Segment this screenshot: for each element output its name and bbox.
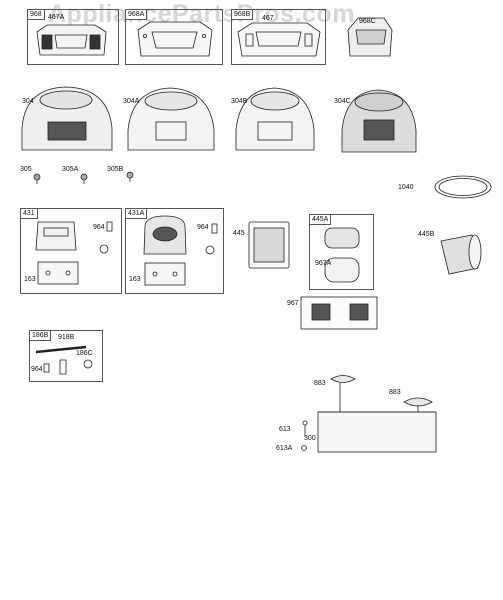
part-445-filter-drawing [248, 221, 290, 269]
part-304B-housing-drawing [235, 87, 315, 151]
part-431A-group-drawing [143, 215, 218, 286]
part-968B-cover-drawing [237, 22, 321, 57]
label-883-b: 883 [389, 389, 401, 396]
tag-431: 431 [21, 209, 38, 219]
label-967: 967 [287, 300, 299, 307]
label-186C: 186C [76, 350, 93, 357]
group-968B: 968B [231, 9, 326, 65]
part-1040-ring-drawing [434, 175, 492, 199]
label-1040: 1040 [398, 184, 414, 191]
label-304A: 304A [123, 98, 140, 105]
tag-968B: 968B [232, 10, 254, 20]
part-304C-housing-drawing [341, 89, 417, 153]
label-613A: 613A [276, 445, 293, 452]
label-445B: 445B [418, 231, 435, 238]
tag-431A: 431A [126, 209, 148, 219]
label-305A: 305A [62, 166, 79, 173]
label-613: 613 [279, 426, 291, 433]
label-304C: 304C [334, 98, 351, 105]
label-964-c: 964 [31, 366, 43, 373]
label-300: 300 [304, 435, 316, 442]
tag-186B: 186B [30, 331, 52, 341]
label-918B: 918B [58, 334, 75, 341]
label-967A: 967A [315, 260, 332, 267]
tag-968A: 968A [126, 10, 148, 20]
group-968A: 968A [125, 9, 223, 65]
label-964-b: 964 [197, 224, 209, 231]
group-968: 968 [27, 9, 119, 65]
group-445A: 445A [309, 214, 374, 290]
group-431A: 431A [125, 208, 224, 294]
part-967-decal-drawing [300, 296, 378, 330]
label-445: 445 [233, 230, 245, 237]
part-305-screws-drawing [33, 171, 134, 184]
tag-445A: 445A [310, 215, 332, 225]
label-467: 467 [262, 15, 274, 22]
part-445A-drawing [324, 227, 360, 283]
label-467A: 467A [48, 14, 65, 21]
part-968-cover-drawing [36, 24, 107, 56]
label-305B: 305B [107, 166, 124, 173]
label-305: 305 [20, 166, 32, 173]
group-431: 431 [20, 208, 122, 294]
part-304-housing-drawing [21, 86, 113, 151]
label-304: 304 [22, 98, 34, 105]
part-304A-housing-drawing [127, 87, 215, 151]
label-163-a: 163 [24, 276, 36, 283]
part-300-muffler-drawing [301, 375, 437, 453]
label-304B: 304B [231, 98, 248, 105]
part-186B-linkage-drawing [35, 345, 93, 375]
label-968C: 968C [359, 18, 376, 25]
part-968A-cover-drawing [137, 21, 213, 57]
label-964-a: 964 [93, 224, 105, 231]
part-445B-cylinder-drawing [440, 234, 482, 275]
group-186B: 186B [29, 330, 103, 382]
part-431-group-drawing [35, 221, 113, 285]
tag-968: 968 [28, 10, 45, 20]
part-968C-cover-drawing [347, 17, 393, 57]
label-883-a: 883 [314, 380, 326, 387]
label-163-b: 163 [129, 276, 141, 283]
